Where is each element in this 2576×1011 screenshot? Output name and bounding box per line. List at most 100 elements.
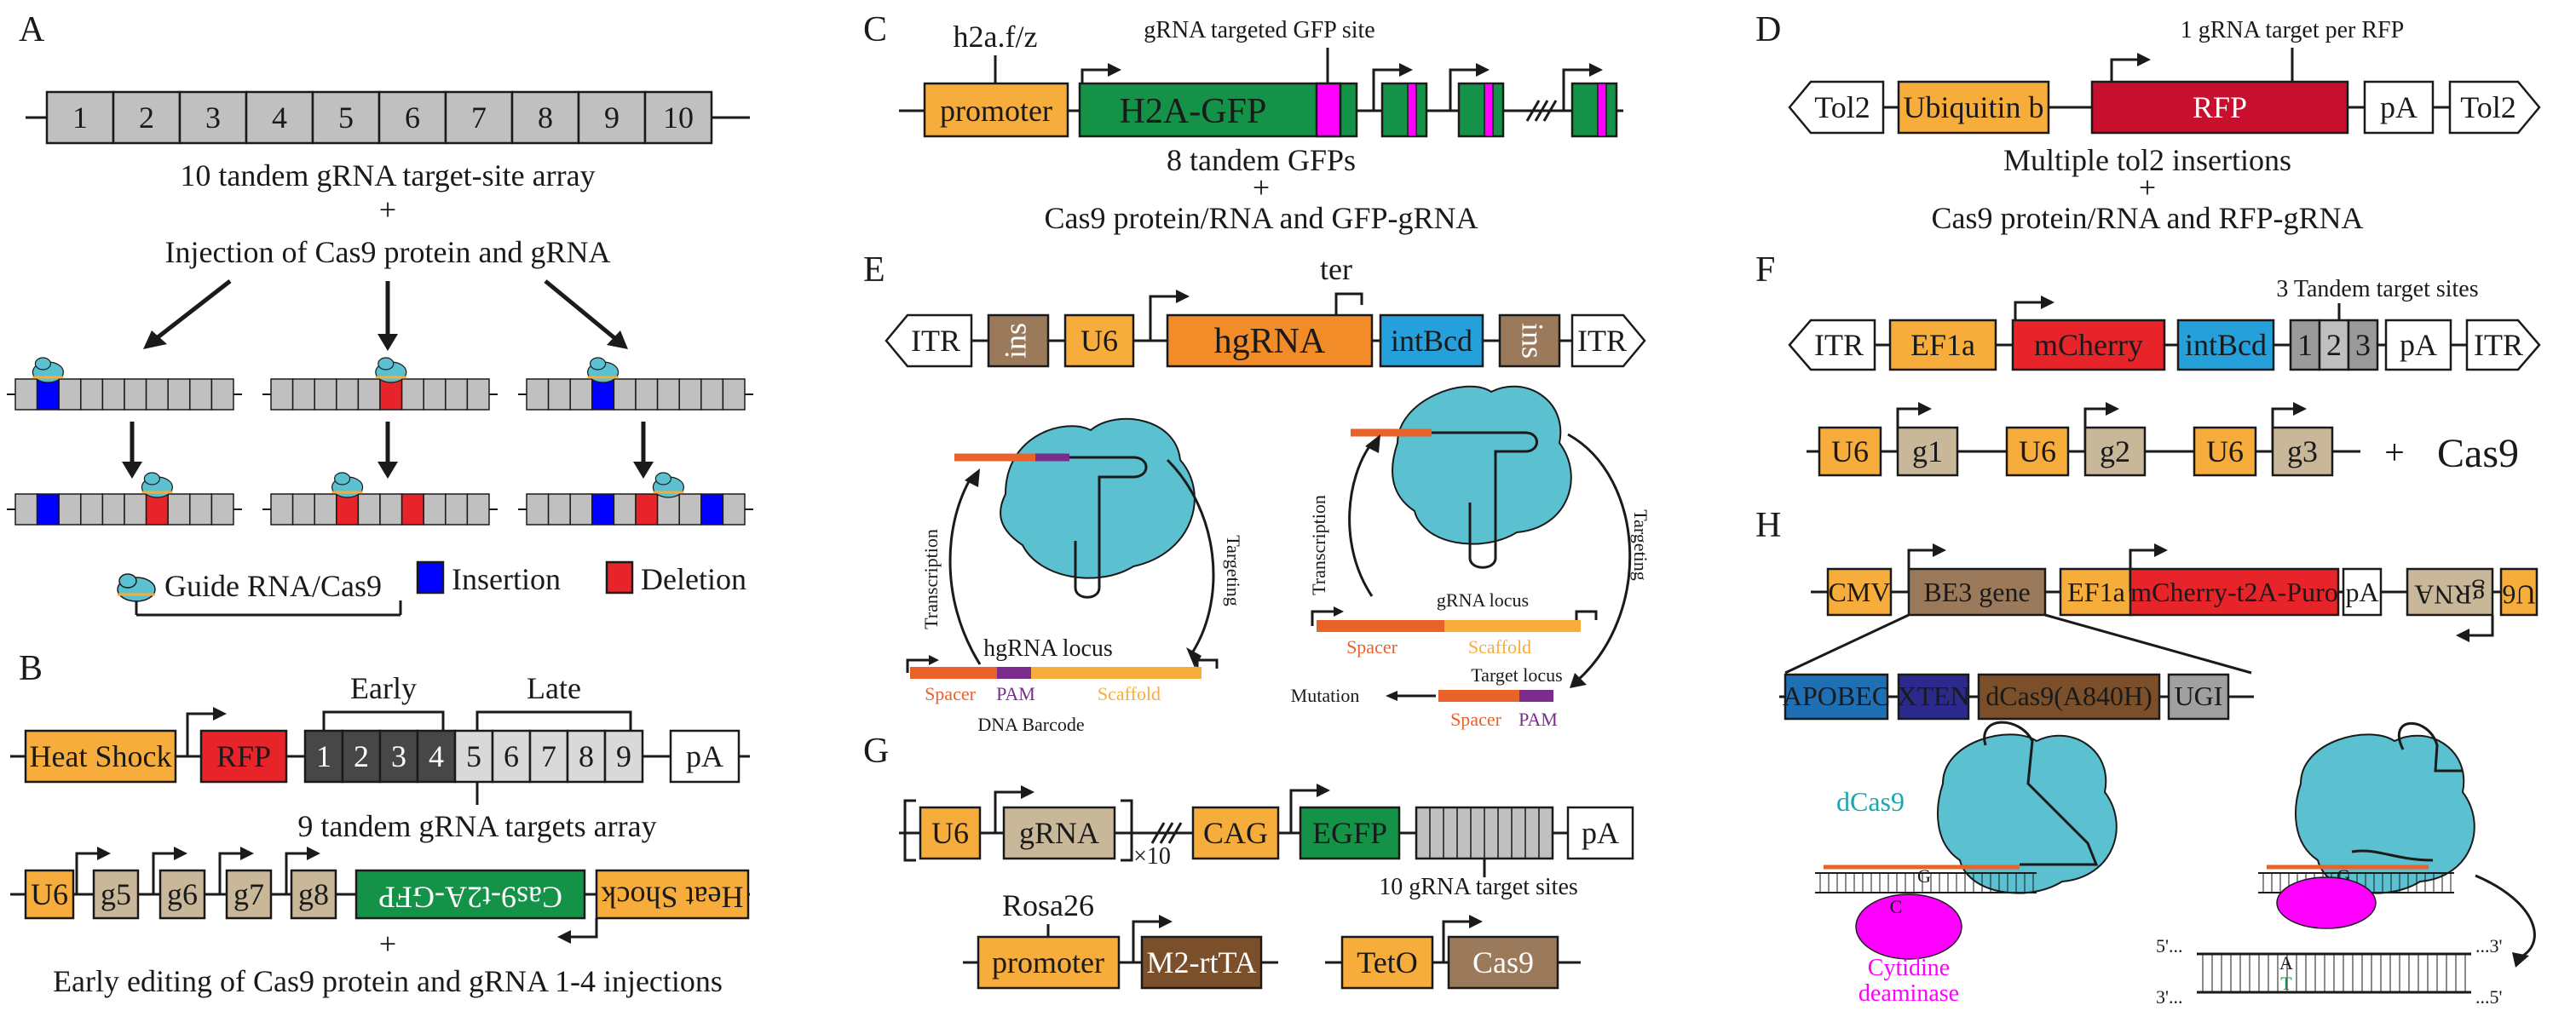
scaffold-bar-right (1444, 620, 1581, 632)
tandem-site-number: 1 (2297, 328, 2313, 362)
c-base-left: C (1890, 896, 1903, 917)
rfp-box-d (2090, 80, 2349, 135)
grna-site-label: gRNA targeted GFP site (1144, 17, 1374, 43)
pa-label: pA (686, 739, 723, 773)
target-cell-b (566, 729, 607, 784)
edited-cell (357, 493, 381, 526)
edited-cell (635, 493, 659, 526)
target-cell-b (453, 729, 494, 784)
heat-shock-box (24, 729, 177, 784)
cag-label: CAG (1203, 816, 1268, 850)
cmv-box (1826, 567, 1893, 617)
edited-cell (547, 378, 571, 411)
tandem-gfps-caption: 8 tandem GFPs (1167, 143, 1356, 177)
cas9-label-f: Cas9 (2437, 431, 2519, 476)
grna-box-h (2406, 567, 2494, 617)
cas9-gfp-grna-caption: Cas9 protein/RNA and GFP-gRNA (1044, 201, 1478, 235)
grna-label-b: g7 (233, 877, 264, 911)
mcherry-label-f: mCherry (2034, 328, 2143, 362)
edited-cell (357, 378, 381, 411)
target-pam-text: PAM (1519, 709, 1558, 730)
ubiquitin-box (1897, 80, 2050, 135)
intbcd-label-f: intBcd (2185, 328, 2267, 362)
pa-box-g (1566, 806, 1634, 860)
tandem-sites-label: 3 Tandem target sites (2276, 276, 2478, 302)
legend: Guide RNA/Cas9 Insertion Deletion (117, 560, 746, 617)
transcription-label-left: Transcription (920, 529, 942, 629)
target-cell-b-number: 2 (354, 739, 369, 773)
dna-duplex-left (1815, 872, 2037, 893)
intbcd-label-e: intBcd (1391, 324, 1472, 358)
edited-dna-ladder (2202, 954, 2466, 992)
itr-right-label-f: ITR (2474, 328, 2523, 362)
pa-label-h: pA (2345, 577, 2378, 607)
panel-g-letter: G (863, 732, 889, 771)
intbcd-box-f (2176, 319, 2275, 371)
pa-box-h (2342, 567, 2383, 617)
transcription-label-right: Transcription (1308, 495, 1329, 595)
gfp-cassette (1457, 82, 1505, 138)
cas9-box-g (1447, 935, 1559, 990)
edited-cell (167, 493, 191, 526)
cas9-complex-icon (375, 357, 407, 383)
promoter-label-g: promoter (992, 945, 1104, 979)
target-cell-number: 5 (338, 101, 354, 135)
egfp-box (1299, 806, 1401, 860)
plus-sign-b: + (379, 927, 396, 961)
m2rtta-box (1140, 935, 1263, 990)
heat-shock-reverse-box (595, 869, 750, 920)
edited-cell (14, 493, 38, 526)
tandem-gfps (1372, 63, 1618, 138)
edited-cell (145, 493, 169, 526)
a-base: A (2279, 952, 2293, 974)
panel-g: G U6 gRNA ×10 CAG EGFP 10 gRNA target si… (863, 732, 1634, 990)
cmv-label: CMV (1829, 577, 1891, 607)
edited-cell (210, 493, 234, 526)
edited-cell (678, 493, 702, 526)
cas9-complex-icon (141, 472, 173, 498)
pa-label-d: pA (2380, 90, 2418, 124)
edited-cell (336, 493, 360, 526)
break-mark-g (1150, 822, 1183, 844)
panel-b-letter: B (19, 649, 43, 688)
grna-label-g: gRNA (1019, 816, 1099, 850)
edited-cell (291, 378, 315, 411)
rfp-label-d: RFP (2193, 90, 2247, 124)
edited-cell (445, 378, 469, 411)
scaffold-text-right: Scaffold (1468, 636, 1531, 658)
itr-left-f (1788, 319, 1876, 371)
tandem-site-number: 3 (2355, 328, 2371, 362)
mcherry-puro-box (2129, 567, 2340, 617)
target-cell-b-number: 9 (616, 739, 631, 773)
target-cell-b (603, 729, 644, 784)
u6-label-e: U6 (1081, 324, 1118, 358)
panel-h-letter: H (1755, 506, 1781, 545)
target-cell-b (491, 729, 532, 784)
u6-label-g: U6 (931, 816, 969, 850)
hgrna-box (1166, 313, 1374, 368)
early-editing-caption: Early editing of Cas9 protein and gRNA 1… (53, 964, 723, 998)
edited-cell (124, 493, 147, 526)
grna-label-f: g1 (1912, 434, 1943, 468)
gfp-target-site-small (1407, 83, 1417, 137)
itr-right-f (2465, 319, 2541, 371)
panel-d: D Tol2 Ubiquitin b RFP 1 gRNA target per… (1755, 10, 2541, 235)
target-cell-b-number: 1 (316, 739, 331, 773)
tol2-left-label: Tol2 (1814, 90, 1870, 124)
scaffold-text-left: Scaffold (1098, 683, 1161, 704)
grna-box-g (1002, 806, 1116, 860)
target-cell (178, 90, 248, 145)
target-cell-number: 3 (205, 101, 221, 135)
per-rfp-label: 1 gRNA target per RFP (2181, 17, 2404, 43)
promoter-box-g (977, 935, 1121, 990)
egfp-label: EGFP (1312, 816, 1387, 850)
hgrna-locus-label: hgRNA locus (983, 635, 1113, 662)
target-cell-b-number: 4 (429, 739, 444, 773)
ugi-box (2167, 673, 2230, 721)
u6-box-f (1818, 426, 1882, 477)
tol2-right (2448, 80, 2541, 135)
base-editor-left: dCas9 G C Cytidine deaminase (1815, 721, 2118, 1007)
edited-cell (379, 378, 403, 411)
ef1a-label-h: EF1a (2067, 577, 2125, 607)
edited-cell (189, 378, 213, 411)
